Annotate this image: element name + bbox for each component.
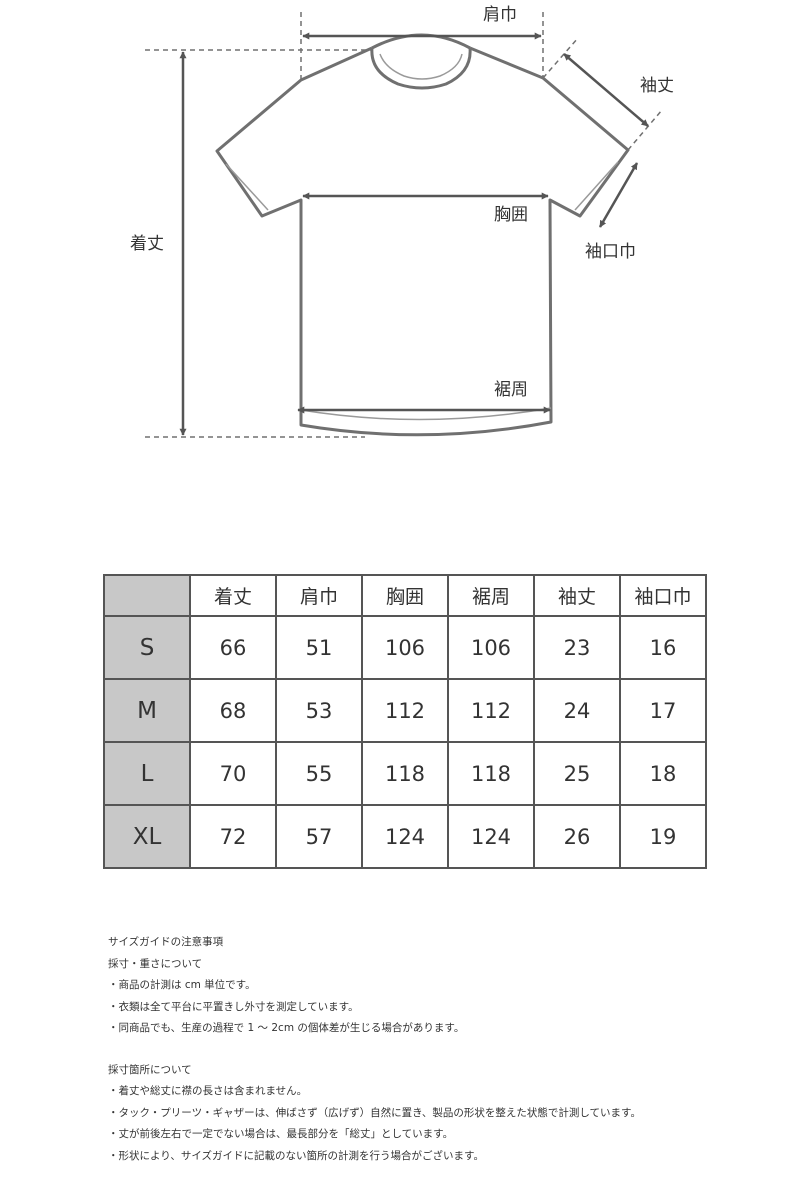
left-sleeve-cuff <box>225 163 269 211</box>
table-header-row: 着丈 肩巾 胸囲 裾周 袖丈 袖口巾 <box>103 574 707 617</box>
table-cell: 24 <box>533 678 621 743</box>
table-cell: 51 <box>275 615 363 680</box>
note-item: ・形状により、サイズガイドに記載のない箇所の計測を行う場合がございます。 <box>108 1149 485 1162</box>
table-cell: 18 <box>619 741 707 806</box>
size-chart-table: 着丈 肩巾 胸囲 裾周 袖丈 袖口巾 S 66 51 106 106 23 16… <box>103 574 707 869</box>
notes-spacer <box>108 1040 768 1060</box>
table-corner-cell <box>103 574 191 617</box>
size-label: M <box>103 678 191 743</box>
body-length-label: 着丈 <box>130 234 164 254</box>
sleeve-guide-top <box>542 37 579 79</box>
collar-rib <box>379 53 463 80</box>
note-item: ・タック・プリーツ・ギャザーは、伸ばさず（広げず）自然に置き、製品の形状を整えた… <box>108 1106 641 1119</box>
sleeve-length-arrow <box>563 53 649 127</box>
column-header-hem: 裾周 <box>447 574 535 617</box>
column-header-chest: 胸囲 <box>361 574 449 617</box>
hem-label: 裾周 <box>494 380 528 400</box>
chest-label: 胸囲 <box>494 205 528 225</box>
tshirt-outline <box>215 46 630 437</box>
sleeve-opening-arrow <box>598 162 639 228</box>
column-header-sleeve-opening: 袖口巾 <box>619 574 707 617</box>
column-header-sleeve-length: 袖丈 <box>533 574 621 617</box>
notes-section-title: 採寸箇所について <box>108 1063 192 1076</box>
table-cell: 70 <box>189 741 277 806</box>
table-row: M 68 53 112 112 24 17 <box>103 678 707 743</box>
table-cell: 25 <box>533 741 621 806</box>
notes-subtitle: 採寸・重さについて <box>108 957 203 970</box>
shoulder-label: 肩巾 <box>483 5 517 25</box>
note-item: ・商品の計測は cm 単位です。 <box>108 979 256 991</box>
table-cell: 23 <box>533 615 621 680</box>
table-cell: 106 <box>447 615 535 680</box>
table-row: XL 72 57 124 124 26 19 <box>103 804 707 869</box>
size-label: L <box>103 741 191 806</box>
table-cell: 66 <box>189 615 277 680</box>
table-cell: 112 <box>361 678 449 743</box>
table-cell: 106 <box>361 615 449 680</box>
sleeve-length-label: 袖丈 <box>640 76 674 96</box>
table-cell: 118 <box>447 741 535 806</box>
table-cell: 124 <box>447 804 535 869</box>
tshirt-measurement-diagram: 肩巾 着丈 胸囲 裾周 袖丈 袖口巾 <box>130 5 674 438</box>
column-header-shoulder: 肩巾 <box>275 574 363 617</box>
table-cell: 68 <box>189 678 277 743</box>
table-cell: 26 <box>533 804 621 869</box>
tshirt-collar-inner <box>370 47 472 90</box>
column-header-body-length: 着丈 <box>189 574 277 617</box>
table-cell: 53 <box>275 678 363 743</box>
note-item: ・丈が前後左右で一定でない場合は、最長部分を「総丈」としています。 <box>108 1128 454 1140</box>
note-item: ・同商品でも、生産の過程で 1 ～ 2cm の個体差が生じる場合があります。 <box>108 1022 465 1034</box>
table-cell: 57 <box>275 804 363 869</box>
sleeve-guide-bottom <box>627 109 663 151</box>
table-row: L 70 55 118 118 25 18 <box>103 741 707 806</box>
size-guide-notes: サイズガイドの注意事項 採寸・重さについて ・商品の計測は cm 単位です。 ・… <box>108 932 768 1167</box>
notes-title: サイズガイドの注意事項 <box>108 936 224 948</box>
table-cell: 17 <box>619 678 707 743</box>
right-sleeve-cuff <box>574 161 619 211</box>
size-label: S <box>103 615 191 680</box>
sleeve-opening-label: 袖口巾 <box>585 242 636 262</box>
size-label: XL <box>103 804 191 869</box>
table-cell: 112 <box>447 678 535 743</box>
table-cell: 55 <box>275 741 363 806</box>
note-item: ・着丈や総丈に襟の長さは含まれません。 <box>108 1085 308 1097</box>
table-cell: 72 <box>189 804 277 869</box>
table-row: S 66 51 106 106 23 16 <box>103 615 707 680</box>
note-item: ・衣類は全て平台に平置きし外寸を測定しています。 <box>108 1000 359 1013</box>
table-cell: 118 <box>361 741 449 806</box>
table-cell: 16 <box>619 615 707 680</box>
table-cell: 124 <box>361 804 449 869</box>
table-cell: 19 <box>619 804 707 869</box>
